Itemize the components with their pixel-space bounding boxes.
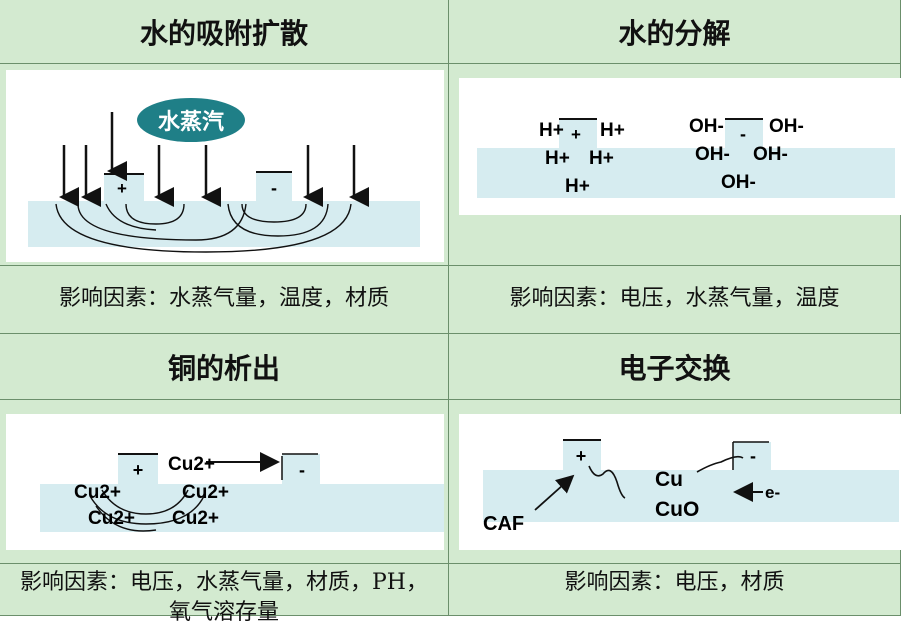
factors-copper-line1: 影响因素：电压，水蒸气量，材质，PH， xyxy=(20,570,428,595)
anode-sign-3: + xyxy=(133,460,144,480)
cuo-label: CuO xyxy=(655,498,699,521)
header-adsorption: 水的吸附扩散 xyxy=(0,0,449,64)
copper-svg: + - Cu2+ Cu2+ Cu2+ Cu2+ Cu2+ xyxy=(40,452,444,532)
oh-ion: OH- xyxy=(695,144,730,165)
oh-ion: OH- xyxy=(689,116,724,137)
cathode-block-3 xyxy=(282,454,320,486)
cathode-block xyxy=(256,172,292,204)
decomposition-svg: + - H+ H+ H+ H+ H+ OH- OH- OH- OH- OH- xyxy=(477,116,895,198)
anode-sign-4: + xyxy=(576,446,587,466)
adsorption-diagram: + - 水蒸汽 xyxy=(6,70,444,262)
vapor-label: 水蒸汽 xyxy=(158,109,224,134)
cu-filament xyxy=(696,455,744,473)
factors-electron-text: 影响因素：电压，材质 xyxy=(564,570,785,595)
cathode-block-2 xyxy=(725,120,763,150)
cell-decomposition-image: + - H+ H+ H+ H+ H+ OH- OH- OH- OH- OH- xyxy=(449,64,901,266)
caf-label: CAF xyxy=(483,513,524,535)
h-ion: H+ xyxy=(545,148,570,169)
diffusion-arcs xyxy=(55,203,352,253)
factors-adsorption: 影响因素：水蒸气量，温度，材质 xyxy=(0,266,449,334)
adsorption-svg: + - 水蒸汽 xyxy=(28,98,420,253)
h-ion: H+ xyxy=(600,120,625,141)
title-copper: 铜的析出 xyxy=(167,351,280,385)
cu-ion: Cu2+ xyxy=(74,482,121,503)
factors-copper-line2: 氧气溶存量 xyxy=(168,600,279,625)
cu-ion: Cu2+ xyxy=(182,482,229,503)
factors-adsorption-text: 影响因素：水蒸气量，温度，材质 xyxy=(58,286,389,311)
factors-decomposition: 影响因素：电压，水蒸气量，温度 xyxy=(449,266,901,334)
factors-electron: 影响因素：电压，材质 xyxy=(449,564,901,616)
anode-block-3 xyxy=(118,454,158,486)
electron-diagram: + - CAF Cu CuO e- xyxy=(459,414,901,550)
electron-svg: + - CAF Cu CuO e- xyxy=(483,439,899,535)
anode-block-4 xyxy=(563,440,601,472)
caf-arrow xyxy=(534,474,575,511)
oh-ions: OH- OH- OH- OH- OH- xyxy=(689,116,804,193)
vapor-arrows xyxy=(59,112,369,207)
substrate-layer-2 xyxy=(477,148,895,198)
cathode-sign-4: - xyxy=(750,446,756,466)
anode-block-2 xyxy=(559,120,597,150)
cathode-sign-3: - xyxy=(299,460,305,480)
h-ions: H+ H+ H+ H+ H+ xyxy=(539,120,625,197)
title-adsorption: 水的吸附扩散 xyxy=(139,16,308,50)
cell-adsorption-image: + - 水蒸汽 xyxy=(0,64,449,266)
cathode-sign: - xyxy=(271,178,277,198)
anode-sign-2: + xyxy=(571,125,581,144)
substrate-layer-3 xyxy=(40,484,444,532)
h-ion: H+ xyxy=(565,176,590,197)
oh-ion: OH- xyxy=(769,116,804,137)
cathode-sign-2: - xyxy=(740,124,746,144)
cell-copper-image: + - Cu2+ Cu2+ Cu2+ Cu2+ Cu2+ xyxy=(0,400,449,564)
vapor-bubble xyxy=(137,98,245,142)
cu-ion: Cu2+ xyxy=(172,508,219,529)
cu-label: Cu xyxy=(655,468,683,491)
factors-copper: 影响因素：电压，水蒸气量，材质，PH， 氧气溶存量 xyxy=(0,564,449,625)
cu-ions: Cu2+ Cu2+ Cu2+ Cu2+ Cu2+ xyxy=(74,454,229,529)
filament-growth xyxy=(588,465,626,499)
decomposition-diagram: + - H+ H+ H+ H+ H+ OH- OH- OH- OH- OH- xyxy=(459,78,901,215)
factors-decomposition-text: 影响因素：电压，水蒸气量，温度 xyxy=(509,286,840,311)
title-decomposition: 水的分解 xyxy=(618,16,731,50)
header-decomposition: 水的分解 xyxy=(449,0,901,64)
title-electron: 电子交换 xyxy=(618,351,731,385)
header-copper: 铜的析出 xyxy=(0,334,449,400)
electron-label: e- xyxy=(765,483,780,502)
cell-electron-image: + - CAF Cu CuO e- xyxy=(449,400,901,564)
substrate-layer xyxy=(28,201,420,247)
oh-ion: OH- xyxy=(753,144,788,165)
oh-ion: OH- xyxy=(721,172,756,193)
migration-arcs xyxy=(89,489,205,532)
cu-ion: Cu2+ xyxy=(88,508,135,529)
anode-sign: + xyxy=(117,179,127,198)
header-electron: 电子交换 xyxy=(449,334,901,400)
h-ion: H+ xyxy=(539,120,564,141)
cu-ion: Cu2+ xyxy=(168,454,215,475)
substrate-layer-4 xyxy=(483,470,899,522)
h-ion: H+ xyxy=(589,148,614,169)
copper-diagram: + - Cu2+ Cu2+ Cu2+ Cu2+ Cu2+ xyxy=(6,414,444,550)
